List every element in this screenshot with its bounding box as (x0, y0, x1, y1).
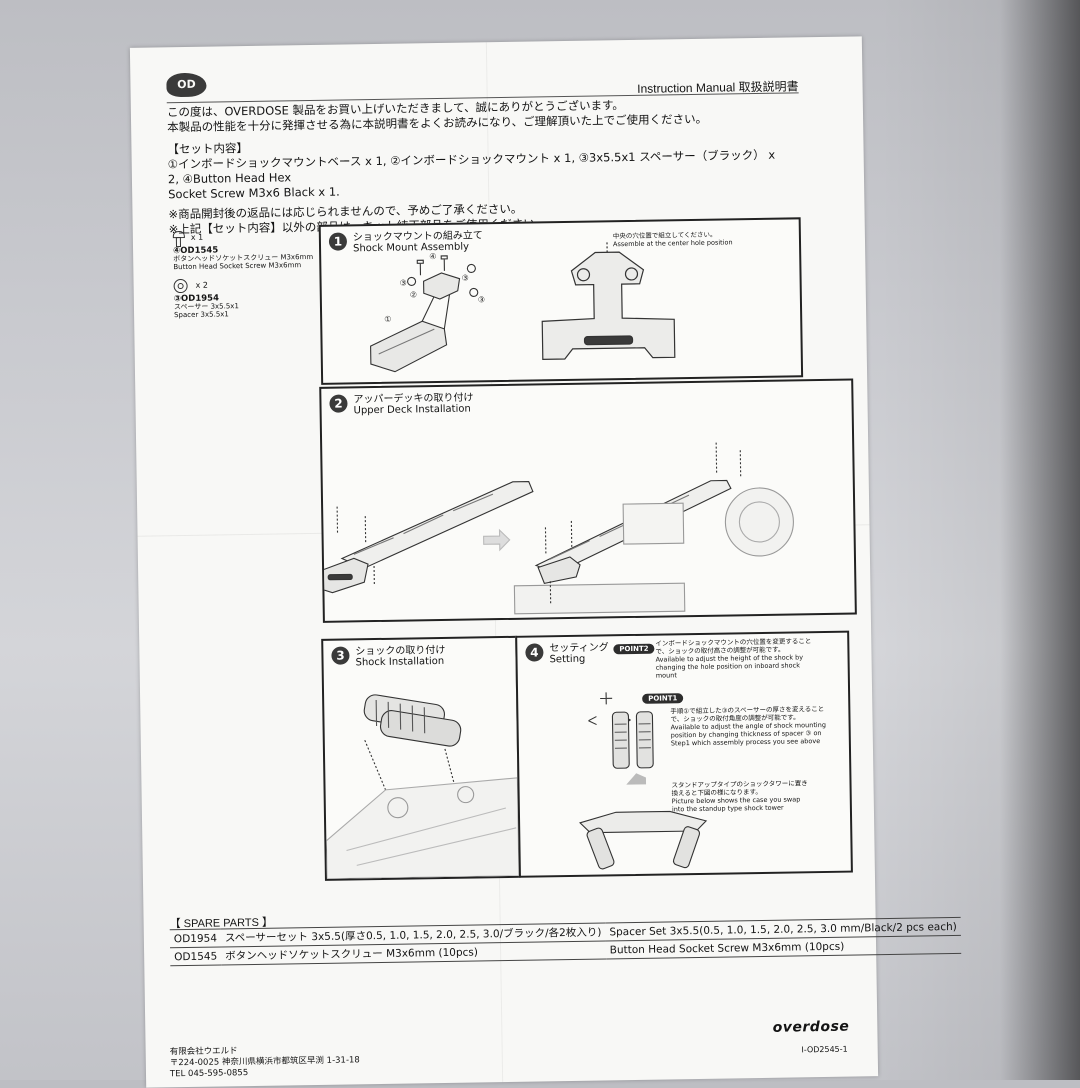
shock-installation-illustration (323, 638, 519, 879)
screw-icon (173, 231, 183, 245)
document-id: I-OD2545-1 (801, 1045, 847, 1055)
setting-illustration (517, 633, 851, 876)
part-item-spacer: x 2 ③OD1954 スペーサー 3x5.5x1 Spacer 3x5.5x1 (174, 277, 315, 319)
overdose-logo-icon: OD (166, 73, 206, 98)
step-1-panel: 1 ショックマウントの組み立て Shock Mount Assembly ④ ③… (319, 217, 803, 385)
spare-code: OD1545 (170, 947, 221, 966)
callout-1: ① (384, 315, 391, 324)
spacer-icon (174, 279, 188, 293)
part-item-screw: x 1 ④OD1545 ボタンヘッドソケットスクリュー M3x6mm Butto… (173, 229, 314, 271)
callout-3c: ③ (478, 295, 485, 304)
included-parts-list: x 1 ④OD1545 ボタンヘッドソケットスクリュー M3x6mm Butto… (173, 229, 314, 319)
overdose-wordmark: overdose (773, 1019, 850, 1036)
part-qty: x 1 (191, 234, 203, 242)
part-qty: x 2 (196, 282, 208, 290)
callout-2: ② (410, 290, 417, 299)
intro-text: この度は、OVERDOSE 製品をお買い上げいただきまして、誠にありがとうござい… (167, 96, 789, 238)
part-name-en: Spacer 3x5.5x1 (174, 309, 314, 319)
step-1-note: 中央の穴位置で組立してください。 Assemble at the center … (613, 230, 733, 248)
step-4-panel: 4 セッティング Setting POINT2 インボードショックマウントの穴位… (515, 631, 853, 878)
spare-parts-table: OD1954 スペーサーセット 3x5.5(厚さ0.5, 1.0, 1.5, 2… (170, 917, 962, 966)
step-2-panel: 2 アッパーデッキの取り付け Upper Deck Installation (319, 378, 857, 622)
callout-3b: ③ (461, 274, 468, 283)
spare-code: OD1954 (170, 929, 221, 948)
callout-4: ④ (429, 252, 436, 261)
upper-deck-illustration (321, 381, 855, 621)
callout-3a: ③ (400, 278, 407, 287)
part-name-en: Button Head Socket Screw M3x6mm (173, 261, 313, 271)
company-info: 有限会社ウエルド 〒224-0025 神奈川県横浜市都筑区早渕 1-31-18 … (170, 1044, 361, 1080)
step-3-panel: 3 ショックの取り付け Shock Installation (321, 636, 521, 881)
company-tel: TEL 045-595-0855 (170, 1066, 360, 1080)
instruction-sheet: OD Instruction Manual 取扱説明書 この度は、OVERDOS… (130, 36, 878, 1087)
